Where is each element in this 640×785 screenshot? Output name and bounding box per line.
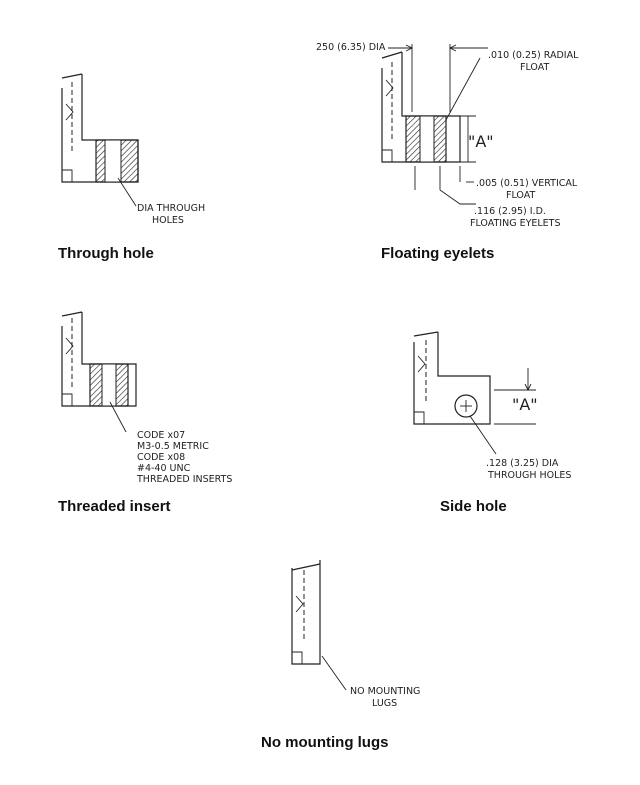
caption-side-hole: Side hole xyxy=(440,498,507,515)
eyelet-id-line1: .116 (2.95) I.D. xyxy=(474,206,546,217)
through-hole-note-line1: DIA THROUGH xyxy=(137,203,205,214)
eyelet-id-line2: FLOATING EYELETS xyxy=(470,218,561,229)
threaded-note-line5: THREADED INSERTS xyxy=(136,474,232,485)
caption-through-hole: Through hole xyxy=(58,245,154,262)
threaded-note-line1: CODE x07 xyxy=(137,430,185,441)
side-hole-line1: .128 (3.25) DIA xyxy=(486,458,559,469)
caption-floating-eyelets: Floating eyelets xyxy=(381,245,495,262)
side-a-marker: "A" xyxy=(512,395,538,414)
no-lugs-line1: NO MOUNTING xyxy=(350,686,420,697)
vertical-float-line1: .005 (0.51) VERTICAL xyxy=(476,178,578,189)
eyelet-dia-label: 250 (6.35) DIA xyxy=(316,42,386,53)
caption-threaded-insert: Threaded insert xyxy=(58,498,171,515)
through-hole-note-line2: HOLES xyxy=(152,215,184,226)
eyelet-a-marker: "A" xyxy=(468,132,494,151)
threaded-note-line2: M3-0.5 METRIC xyxy=(137,441,209,452)
no-lugs-line2: LUGS xyxy=(372,698,397,709)
floating-eyelets-drawing xyxy=(381,44,488,205)
side-hole-line2: THROUGH HOLES xyxy=(487,470,571,481)
through-hole-drawing xyxy=(61,73,139,207)
side-hole-drawing xyxy=(413,331,536,455)
caption-no-mounting-lugs: No mounting lugs xyxy=(261,734,389,751)
radial-float-line2: FLOAT xyxy=(520,62,549,73)
vertical-float-line2: FLOAT xyxy=(506,190,535,201)
radial-float-line1: .010 (0.25) RADIAL xyxy=(488,50,579,61)
no-mounting-lugs-drawing xyxy=(291,560,347,691)
threaded-insert-drawing xyxy=(61,311,137,433)
threaded-note-line4: #4-40 UNC xyxy=(137,463,191,474)
threaded-note-line3: CODE x08 xyxy=(137,452,185,463)
